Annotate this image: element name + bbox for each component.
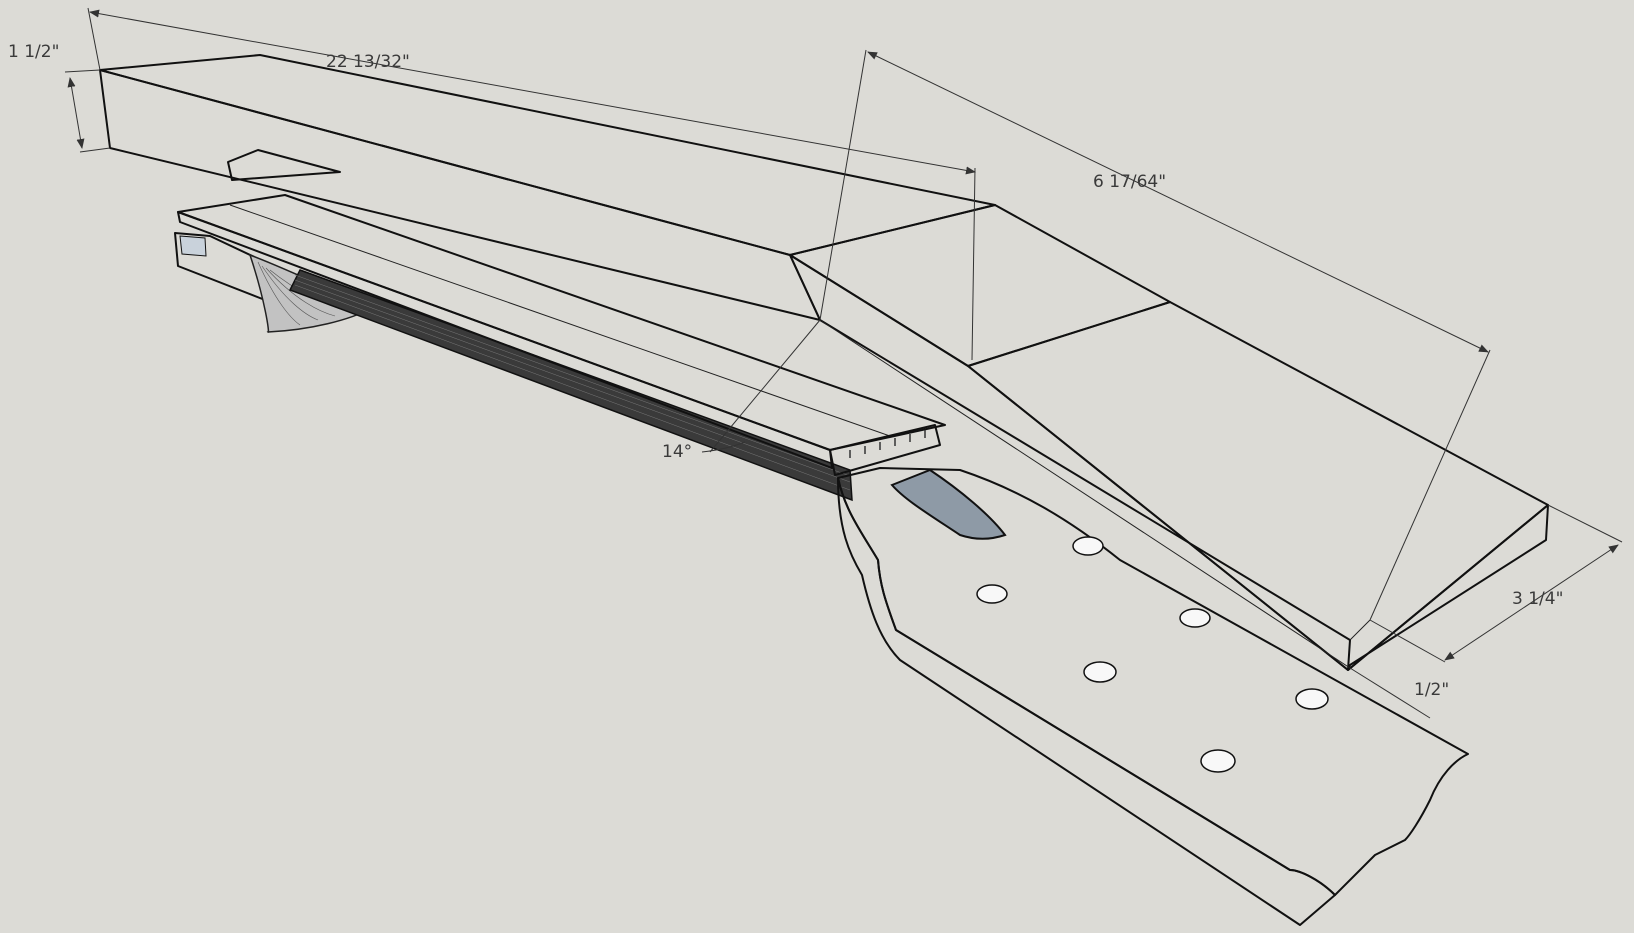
dim-label-angle: 14° [662, 442, 693, 462]
truss-rod-slot [890, 468, 1007, 540]
fretboard-edge [177, 211, 833, 469]
dimension-lines [64, 7, 1623, 719]
neck-blank-top-face [99, 54, 996, 256]
headstock-blank-end-face [1347, 504, 1549, 671]
tuner-hole-1 [1072, 536, 1104, 556]
tuner-hole-3 [1179, 608, 1211, 628]
dim-label-headstock-length: 6 17/64" [1093, 172, 1167, 192]
dim-label-blank-height: 1 1/2" [8, 42, 60, 62]
dim-label-headstock-width: 3 1/4" [1512, 589, 1564, 609]
headstock-blank-plane [967, 301, 1549, 671]
neck-blank-notch [227, 149, 341, 181]
dim-label-headstock-thickness: 1/2" [1414, 680, 1450, 700]
neck-blank [99, 54, 1549, 671]
nut [829, 424, 941, 476]
tuner-hole-5 [1295, 688, 1329, 710]
neck-blank-side-face [99, 69, 821, 321]
fretboard-assembly [174, 194, 946, 502]
headstock-blank-top-face [789, 204, 1171, 367]
headstock-blank-side-face [789, 254, 1351, 671]
tuner-hole-4 [1083, 661, 1117, 683]
tuner-hole-6 [1200, 749, 1236, 773]
neck-shaft [288, 269, 853, 502]
tuner-hole-2 [976, 584, 1008, 604]
dim-label-blank-length: 22 13/32" [326, 52, 410, 72]
headstock-side [837, 477, 1336, 926]
headstock [837, 467, 1469, 926]
